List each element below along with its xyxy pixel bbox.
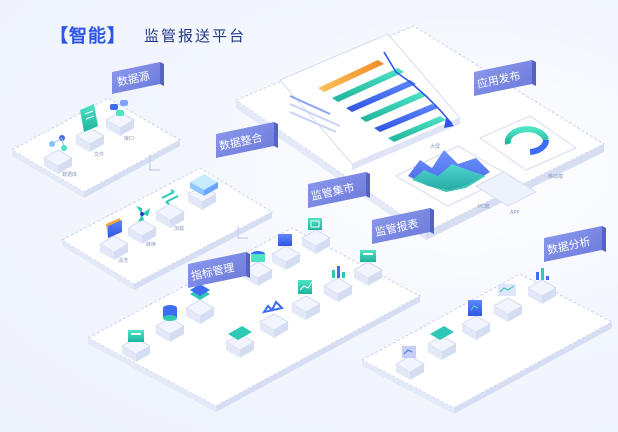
- tag-regulatory-market: 监管集市: [308, 172, 370, 208]
- title-main: 【智能】: [50, 26, 126, 47]
- label-s3: 接口: [124, 135, 134, 142]
- title-sub: 监管报送平台: [144, 26, 247, 45]
- tag-indicator-mgmt: 指标管理: [188, 252, 250, 288]
- data-integration-tiles: 清洗 转换 加载: [98, 174, 218, 264]
- mobile-panel: 移动端: [478, 115, 578, 180]
- analysis-tiles: [394, 268, 558, 380]
- platform-data-analysis: [360, 273, 614, 414]
- tag-app-release: 应用发布: [474, 60, 536, 96]
- tag-data-integration: 数据整合: [216, 122, 278, 158]
- label-i3: 加载: [174, 225, 184, 232]
- tag-data-analysis: 数据分析: [544, 226, 606, 262]
- label-data-source: 数据源: [116, 68, 151, 89]
- title-block: 【智能】 监管报送平台: [50, 22, 246, 48]
- label-app: APP: [510, 210, 519, 216]
- pc-panel: PC端: [394, 145, 512, 210]
- app-release-dashboard: 大屏: [279, 33, 461, 170]
- label-big: 大屏: [430, 143, 440, 150]
- app-panel: APP: [474, 171, 538, 216]
- data-source-tiles: 数据库 文件 接口: [42, 100, 136, 178]
- dashboard-bars: [318, 60, 446, 142]
- label-i2: 转换: [146, 241, 156, 248]
- flow-arrows: [149, 154, 248, 239]
- tag-data-source: 数据源: [112, 62, 164, 94]
- label-mob: 移动端: [548, 173, 563, 180]
- label-i1: 清洗: [118, 257, 128, 264]
- file-tile: [74, 104, 106, 152]
- label-s1: 数据库: [62, 171, 77, 178]
- label-s2: 文件: [94, 151, 104, 158]
- api-tile: [104, 100, 136, 136]
- db-tile: [42, 135, 74, 174]
- tag-regulatory-reports: 监管报表: [372, 208, 434, 244]
- server-tile: [186, 174, 218, 210]
- label-pc: PC端: [478, 203, 490, 210]
- folder-tile: [98, 218, 130, 260]
- swap-tile: [154, 189, 186, 228]
- fan-tile: [126, 206, 158, 244]
